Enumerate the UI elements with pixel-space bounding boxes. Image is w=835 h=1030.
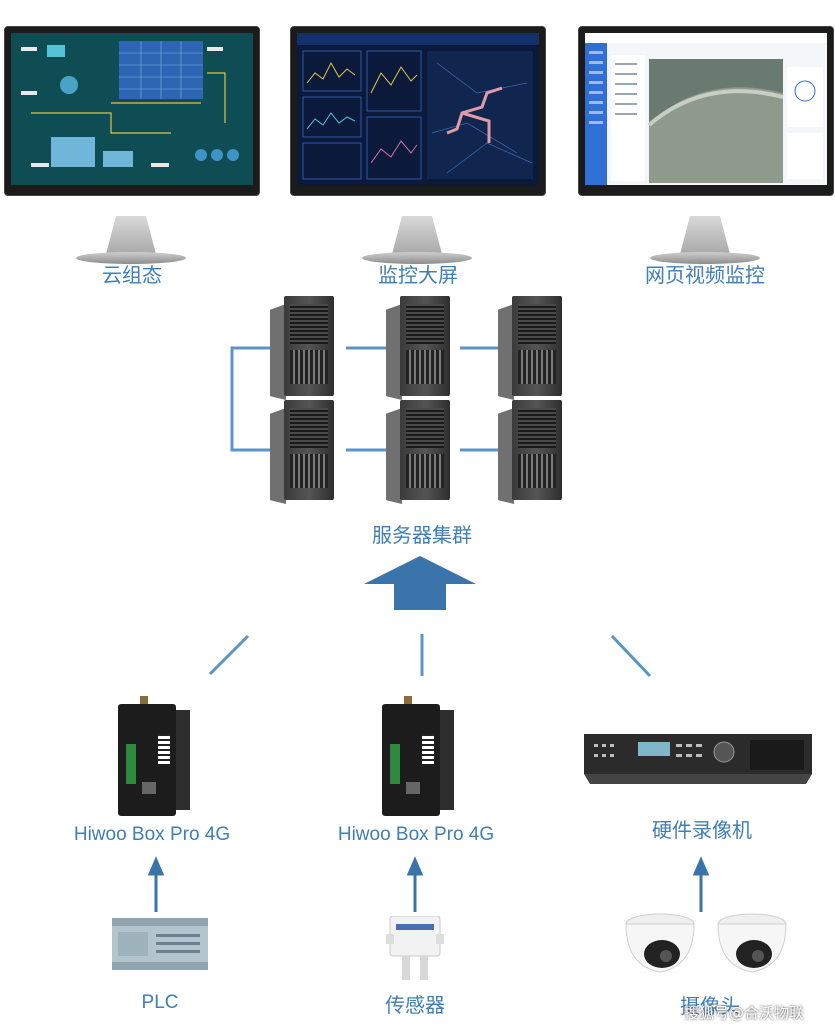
label-gateway-mid: Hiwoo Box Pro 4G bbox=[337, 824, 495, 845]
monitor-base bbox=[362, 252, 472, 264]
cloud-scada-screen bbox=[11, 33, 253, 185]
sensor-device bbox=[386, 916, 444, 980]
watermark: 搜狐号@合沃物联 bbox=[684, 1004, 805, 1022]
monitor-web-video bbox=[578, 26, 834, 266]
server-2 bbox=[386, 296, 462, 400]
camera-1 bbox=[625, 913, 695, 973]
server-4 bbox=[270, 400, 346, 504]
label-sensor: 传感器 bbox=[385, 993, 445, 1017]
label-server-cluster: 服务器集群 bbox=[372, 523, 472, 547]
arrow-sensor-head-icon bbox=[406, 856, 424, 876]
camera-devices bbox=[625, 913, 787, 973]
plc-device bbox=[112, 918, 208, 970]
monitor-bezel bbox=[578, 26, 834, 196]
label-camera: 摄像头 bbox=[680, 994, 740, 1018]
windows-logo-icon bbox=[125, 201, 137, 210]
link-line-left bbox=[208, 634, 250, 676]
monitor-bezel bbox=[4, 26, 260, 196]
label-plc: PLC bbox=[141, 992, 179, 1013]
link-line-right bbox=[610, 634, 652, 678]
server-6 bbox=[498, 400, 574, 504]
monitor-base bbox=[76, 252, 186, 264]
gateway-mid bbox=[382, 696, 456, 816]
monitor-stand bbox=[392, 216, 442, 254]
gateway-left bbox=[118, 696, 192, 816]
big-screen-dashboard bbox=[297, 33, 539, 185]
up-arrow-icon bbox=[364, 556, 476, 610]
arrow-camera-head-icon bbox=[692, 856, 710, 876]
label-big-screen: 监控大屏 bbox=[378, 263, 458, 287]
windows-logo-icon bbox=[699, 201, 711, 210]
server-3 bbox=[498, 296, 574, 400]
web-video-page bbox=[585, 33, 827, 185]
windows-logo-icon bbox=[411, 201, 423, 210]
monitor-cloud-scada bbox=[4, 26, 260, 266]
label-gateway-left: Hiwoo Box Pro 4G bbox=[73, 824, 231, 845]
label-nvr: 硬件录像机 bbox=[652, 818, 752, 842]
monitor-base bbox=[650, 252, 760, 264]
nvr-device bbox=[584, 734, 812, 784]
cluster-link-left bbox=[230, 346, 286, 452]
arrow-plc-head-icon bbox=[147, 856, 165, 876]
camera-2 bbox=[717, 913, 787, 973]
server-1 bbox=[270, 296, 346, 400]
label-cloud-scada: 云组态 bbox=[102, 263, 162, 287]
monitor-big-screen bbox=[290, 26, 546, 266]
server-5 bbox=[386, 400, 462, 504]
label-web-video: 网页视频监控 bbox=[645, 263, 765, 287]
monitor-bezel bbox=[290, 26, 546, 196]
